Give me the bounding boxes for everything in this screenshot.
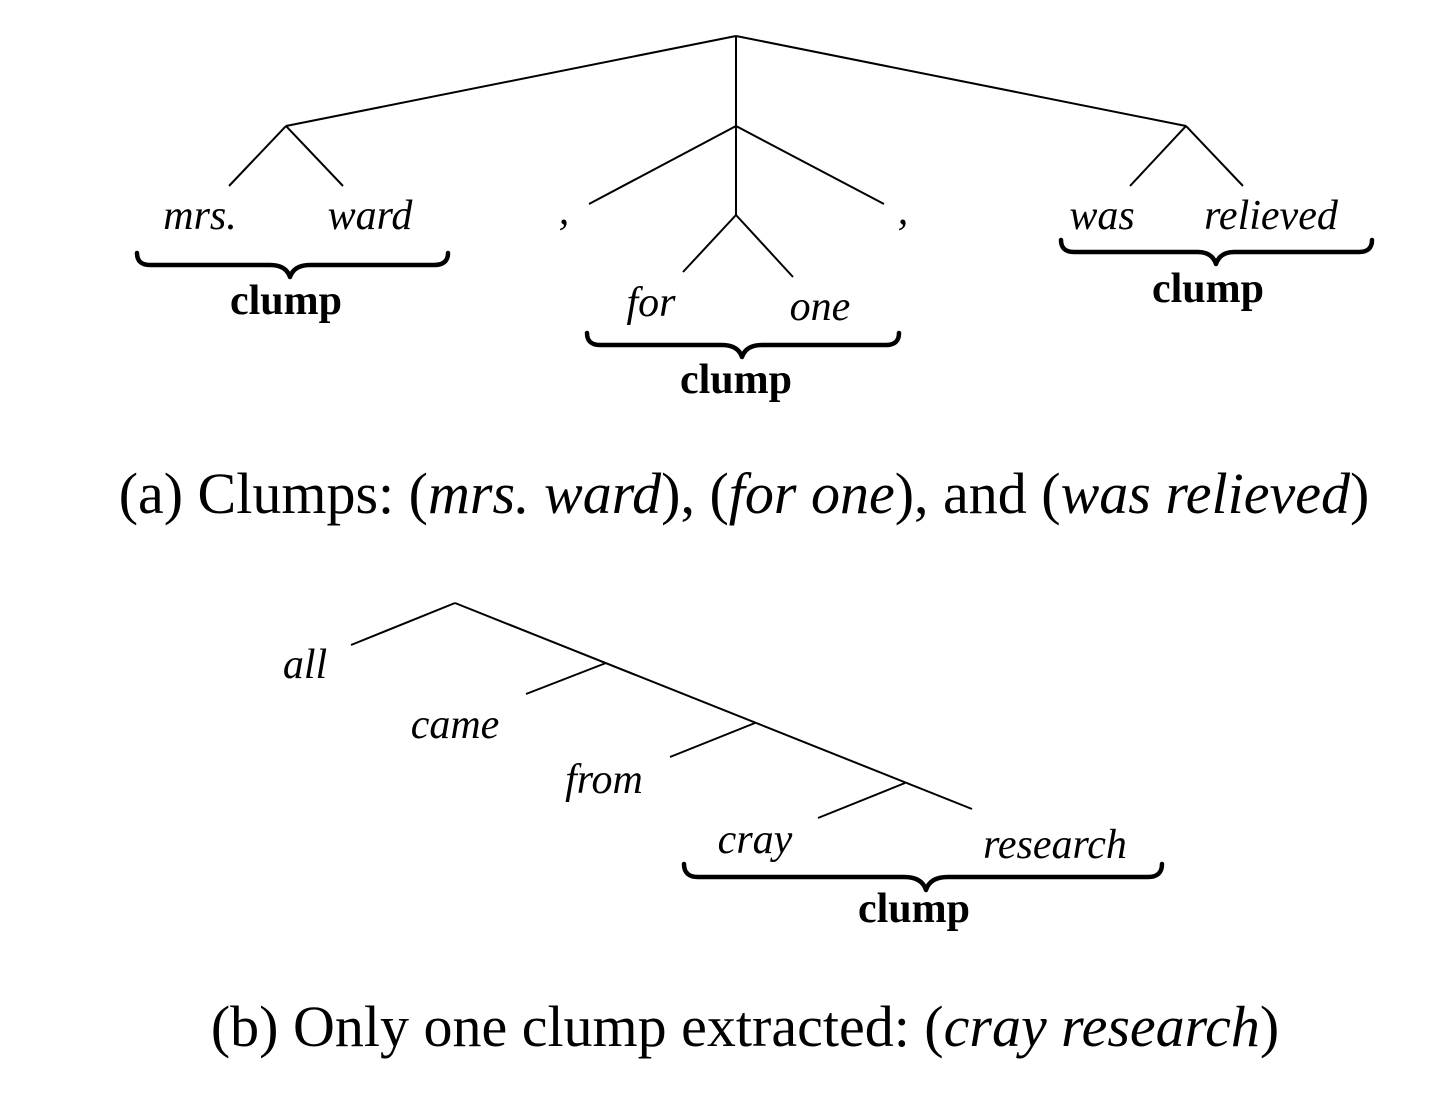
brace-cray-research — [681, 861, 1165, 893]
word-from: from — [565, 757, 643, 803]
word-comma-1: , — [559, 188, 570, 234]
edge-root-right — [735, 35, 1187, 127]
brace-was-relieved — [1058, 237, 1375, 267]
panel-a-tree: mrs. ward , for one , was relieved clump… — [134, 35, 1375, 403]
edge-b-all — [350, 602, 456, 646]
word-for: for — [626, 280, 676, 326]
edge-left-mrs — [228, 125, 287, 187]
caption-b: (b) Only one clump extracted: (cray rese… — [211, 994, 1279, 1059]
edge-b-spine — [454, 602, 973, 810]
edge-mid-comma2 — [735, 125, 885, 205]
clump-label-3: clump — [1152, 266, 1264, 312]
edge-right-was — [1129, 125, 1187, 187]
caption-a: (a) Clumps: (mrs. ward), (for one), and … — [119, 461, 1370, 526]
clump-label-1: clump — [230, 278, 342, 324]
edge-root-left — [285, 35, 737, 127]
edge-right-relieved — [1185, 125, 1244, 187]
word-came: came — [411, 702, 500, 748]
word-ward: ward — [328, 193, 414, 239]
edge-b-cray — [817, 782, 906, 819]
word-cray: cray — [718, 817, 793, 863]
edge-mid-for — [682, 214, 737, 273]
word-research: research — [983, 822, 1127, 868]
word-one: one — [790, 284, 851, 330]
clump-label-2: clump — [680, 357, 792, 403]
word-all: all — [283, 642, 327, 688]
word-mrs: mrs. — [163, 193, 237, 239]
word-relieved: relieved — [1204, 193, 1339, 239]
edge-left-ward — [285, 125, 344, 187]
brace-mrs-ward — [134, 250, 451, 280]
brace-for-one — [584, 330, 902, 360]
edge-b-came — [525, 662, 607, 695]
clump-label-b: clump — [858, 886, 970, 932]
word-comma-2: , — [898, 188, 909, 234]
panel-b-tree: all came from cray research clump — [283, 602, 1165, 932]
word-was: was — [1069, 193, 1134, 239]
edge-mid-one — [735, 214, 794, 278]
edge-mid-comma1 — [588, 125, 737, 205]
edge-b-from — [669, 722, 756, 758]
